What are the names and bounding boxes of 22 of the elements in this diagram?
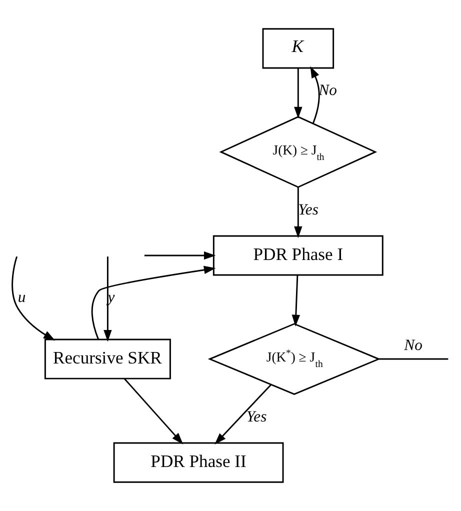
arrow [214,384,272,445]
connector [379,358,448,360]
node-diamond: J(K) ≥ J$_{th}$ [219,116,378,188]
edge-label: Yes [298,201,318,218]
edge-label: No [318,82,337,100]
arrow [12,256,56,341]
arrow [294,68,302,119]
arrow [292,275,300,327]
arrow [310,66,320,124]
arrow [144,251,216,260]
node-box: PDR Phase II [113,442,284,483]
edge-label: u [18,289,26,306]
arrow [124,378,184,444]
arrow [294,187,302,238]
arrow [104,256,112,342]
node-box: Recursive SKR [44,338,171,380]
arrow [91,266,216,340]
edge-label: Yes [246,408,267,426]
node-box: PDR Phase I [212,235,384,276]
node-diamond: J(K$^{*}$) ≥ J$_{th}$ [208,323,381,395]
node-box: K [262,28,334,69]
edge-label: No [404,337,422,354]
